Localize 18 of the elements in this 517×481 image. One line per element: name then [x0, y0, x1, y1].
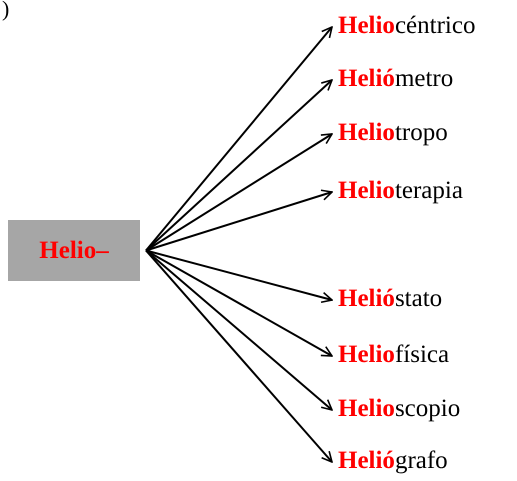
word-text: Heliotropo [338, 120, 448, 148]
arrow [145, 250, 333, 411]
arrow [145, 250, 333, 463]
word-text: Helioterapia [338, 178, 463, 206]
arrow [146, 189, 333, 252]
arrow [146, 250, 333, 357]
arrow [145, 133, 333, 252]
arrow [146, 250, 333, 304]
word-text: Heliofísica [338, 342, 450, 370]
word-text: Heliómetro [338, 66, 454, 94]
word-text: Heliógrafo [338, 448, 448, 476]
arrow [145, 79, 333, 252]
word-text: Helióstato [338, 286, 442, 314]
word-text: Heliocéntrico [338, 13, 476, 41]
arrow [145, 26, 333, 252]
root-box: Helio– [8, 220, 140, 281]
word-text: Helioscopio [338, 396, 460, 424]
panel-letter: ) [2, 0, 10, 20]
